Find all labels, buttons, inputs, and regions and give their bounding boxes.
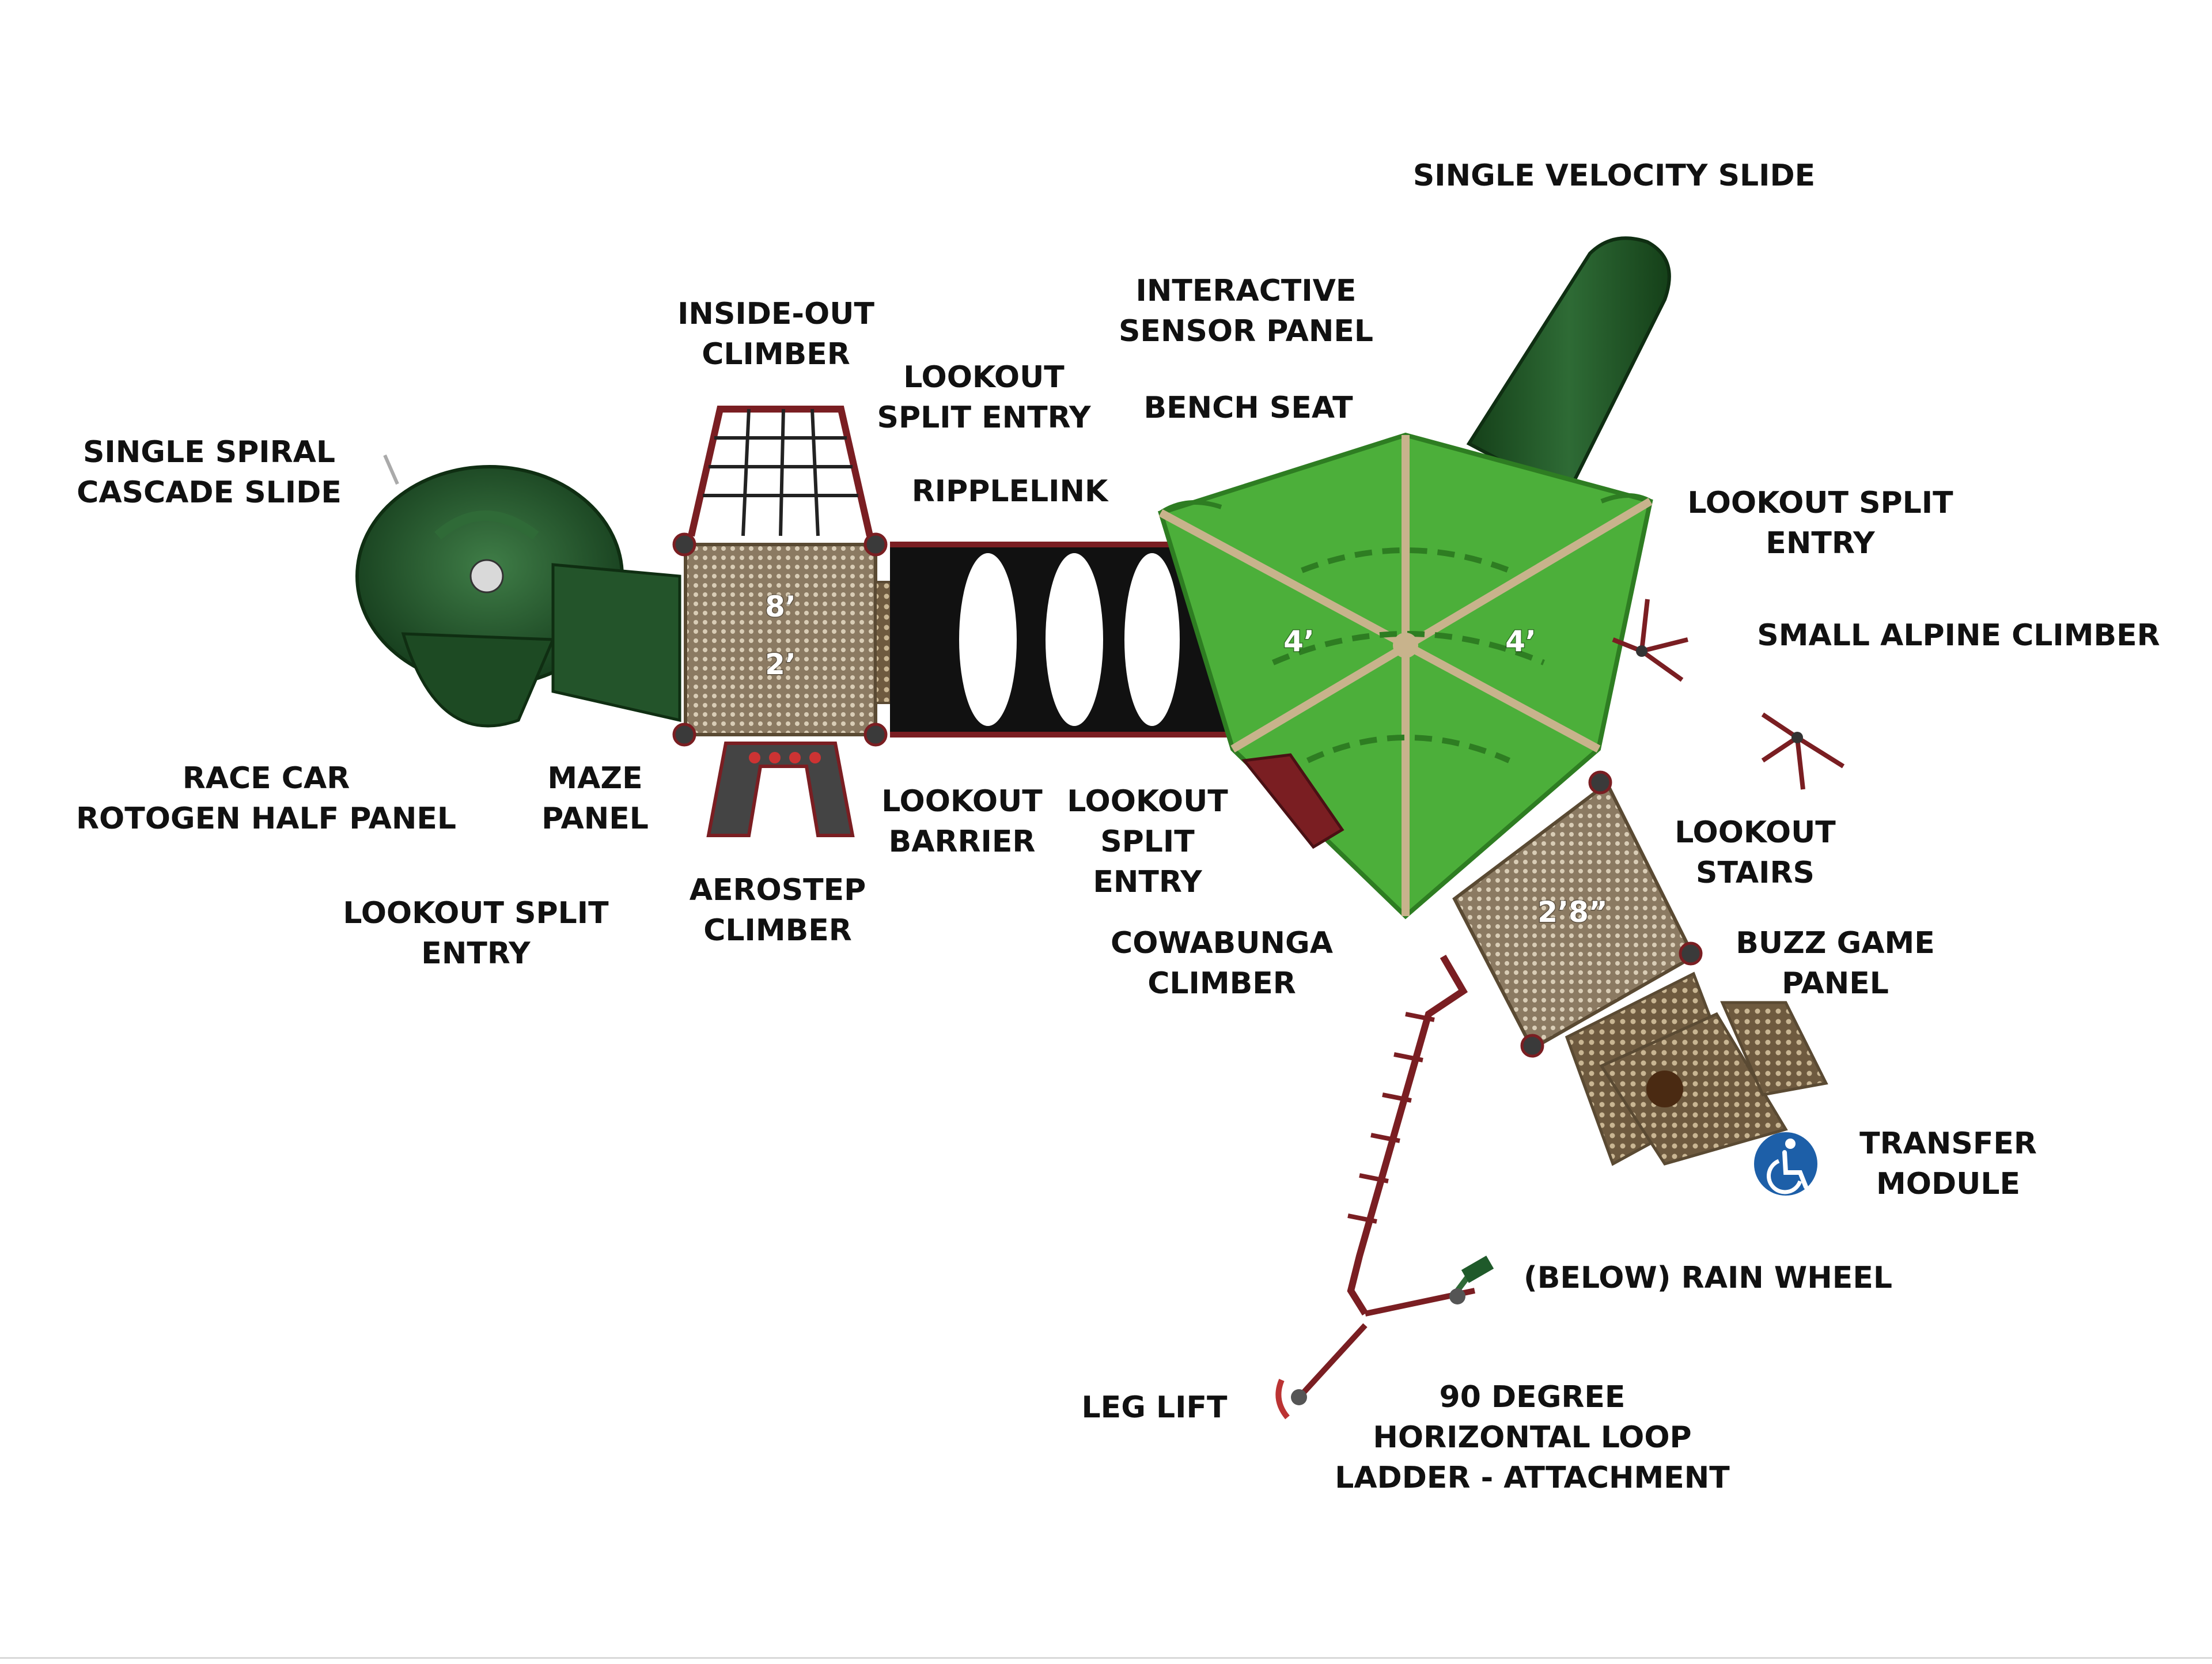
label-line: SINGLE SPIRAL xyxy=(82,435,336,470)
label-line: LOOKOUT xyxy=(903,360,1065,395)
label-line: SPLIT ENTRY xyxy=(877,400,1091,435)
label-lookout-barrier: LOOKOUT BARRIER xyxy=(881,781,1043,862)
label-line: ENTRY xyxy=(421,936,531,971)
label-line: SPLIT xyxy=(1100,825,1195,859)
label-line: PANEL xyxy=(541,801,649,836)
label-line: RACE CAR xyxy=(182,761,350,796)
label-aerostep-climber: AEROSTEP CLIMBER xyxy=(690,870,866,951)
left-deck: 8’ 2’ xyxy=(672,532,894,747)
label-ripplelink: RIPPLELINK xyxy=(911,474,1108,509)
label-lookout-split-entry-left: LOOKOUT SPLIT ENTRY xyxy=(343,893,608,974)
single-velocity-slide xyxy=(1466,236,1671,498)
hex-right-height: 4’ xyxy=(1505,625,1536,658)
bottom-border-line xyxy=(0,1657,2212,1659)
label-cowabunga-climber: COWABUNGA CLIMBER xyxy=(1111,923,1333,1004)
label-small-alpine-climber: SMALL ALPINE CLIMBER xyxy=(1757,618,2160,653)
label-line: INSIDE-OUT xyxy=(677,297,874,331)
inside-out-climber xyxy=(688,406,873,537)
label-maze-panel: MAZE PANEL xyxy=(541,758,649,839)
right-deck-height: 2’8” xyxy=(1537,895,1607,929)
label-line: BARRIER xyxy=(888,825,1036,859)
label-lookout-stairs: LOOKOUT STAIRS xyxy=(1675,812,1836,893)
label-line: COWABUNGA xyxy=(1111,926,1333,960)
label-line: LOOKOUT xyxy=(1067,784,1228,819)
horizontal-loop-ladder xyxy=(1300,954,1476,1397)
leg-lift xyxy=(1275,1379,1307,1420)
hex-left-height: 4’ xyxy=(1283,625,1315,658)
label-horizontal-loop-ladder: 90 DEGREE HORIZONTAL LOOP LADDER - ATTAC… xyxy=(1335,1377,1730,1498)
rain-wheel xyxy=(1449,1255,1494,1304)
label-line: PANEL xyxy=(1782,966,1889,1001)
label-line: LOOKOUT xyxy=(881,784,1043,819)
aerostep-climber xyxy=(706,742,855,837)
label-line: HORIZONTAL LOOP xyxy=(1373,1420,1692,1455)
label-line: STAIRS xyxy=(1696,856,1815,890)
label-transfer-module: TRANSFER MODULE xyxy=(1859,1124,2037,1204)
deck-height-upper: 8’ xyxy=(765,590,796,623)
label-leg-lift: LEG LIFT xyxy=(1081,1390,1228,1425)
label-race-car-rotogen-half-panel: RACE CAR ROTOGEN HALF PANEL xyxy=(76,758,456,839)
label-line: ENTRY xyxy=(1766,526,1875,561)
label-lookout-split-entry-top: LOOKOUT SPLIT ENTRY xyxy=(877,357,1091,438)
cowabunga-climber xyxy=(1241,753,1344,849)
label-line: BUZZ GAME xyxy=(1736,926,1935,960)
label-interactive-sensor-panel: INTERACTIVE SENSOR PANEL xyxy=(1119,271,1373,351)
spiral-cascade-slide xyxy=(355,454,681,728)
label-line: ENTRY xyxy=(1093,865,1202,899)
label-line: ROTOGEN HALF PANEL xyxy=(75,801,457,836)
label-lookout-split-entry-center: LOOKOUT SPLIT ENTRY xyxy=(1067,781,1228,902)
label-line: LOOKOUT xyxy=(1675,815,1836,850)
label-single-velocity-slide: SINGLE VELOCITY SLIDE xyxy=(1412,158,1816,193)
label-buzz-game-panel: BUZZ GAME PANEL xyxy=(1736,923,1935,1004)
label-line: LOOKOUT SPLIT xyxy=(1687,486,1953,520)
label-inside-out-climber: INSIDE-OUT CLIMBER xyxy=(677,294,874,375)
label-line: MAZE xyxy=(547,761,643,796)
label-line: MODULE xyxy=(1876,1167,2020,1201)
label-single-spiral-cascade-slide: SINGLE SPIRAL CASCADE SLIDE xyxy=(77,432,342,513)
label-lookout-split-entry-right: LOOKOUT SPLIT ENTRY xyxy=(1687,483,1953,564)
label-line: TRANSFER xyxy=(1859,1126,2037,1161)
label-line: INTERACTIVE xyxy=(1135,274,1357,308)
label-line: 90 DEGREE xyxy=(1439,1380,1626,1415)
label-bench-seat: BENCH SEAT xyxy=(1143,391,1353,425)
label-line: LADDER - ATTACHMENT xyxy=(1335,1461,1730,1495)
wheelchair-accessibility-icon xyxy=(1754,1132,1817,1196)
small-alpine-climber xyxy=(1612,599,1845,790)
label-line: CLIMBER xyxy=(703,913,852,948)
label-line: CASCADE SLIDE xyxy=(77,475,342,510)
deck-height-lower: 2’ xyxy=(765,648,796,681)
label-rain-wheel: (BELOW) RAIN WHEEL xyxy=(1524,1261,1892,1295)
label-line: LOOKOUT SPLIT xyxy=(343,896,609,931)
right-deck: 2’8” xyxy=(1452,770,1828,1166)
label-line: SENSOR PANEL xyxy=(1118,314,1374,349)
label-line: CLIMBER xyxy=(702,337,850,372)
label-line: AEROSTEP xyxy=(689,873,866,907)
label-line: CLIMBER xyxy=(1147,966,1296,1001)
